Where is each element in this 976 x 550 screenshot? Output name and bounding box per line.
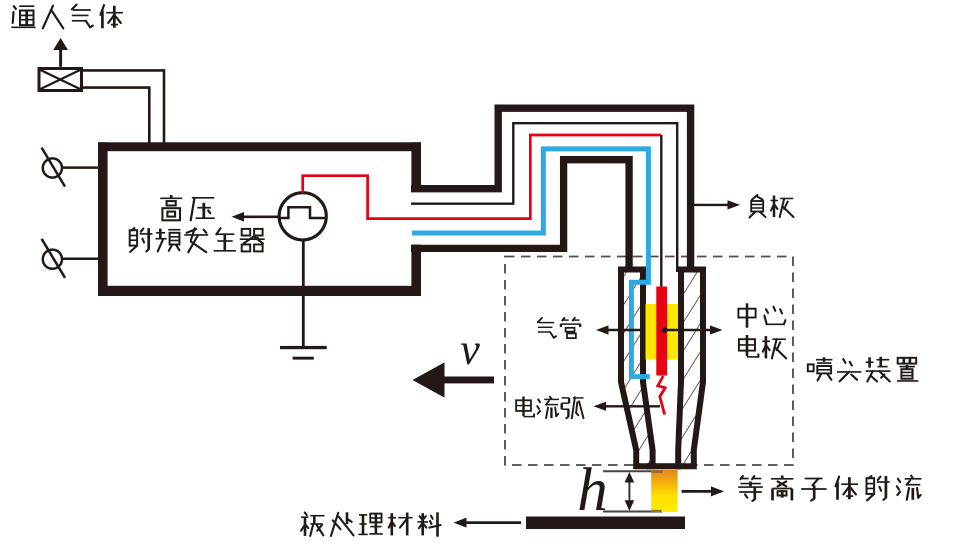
svg-text:h: h	[577, 457, 608, 524]
svg-text:v: v	[460, 325, 480, 374]
